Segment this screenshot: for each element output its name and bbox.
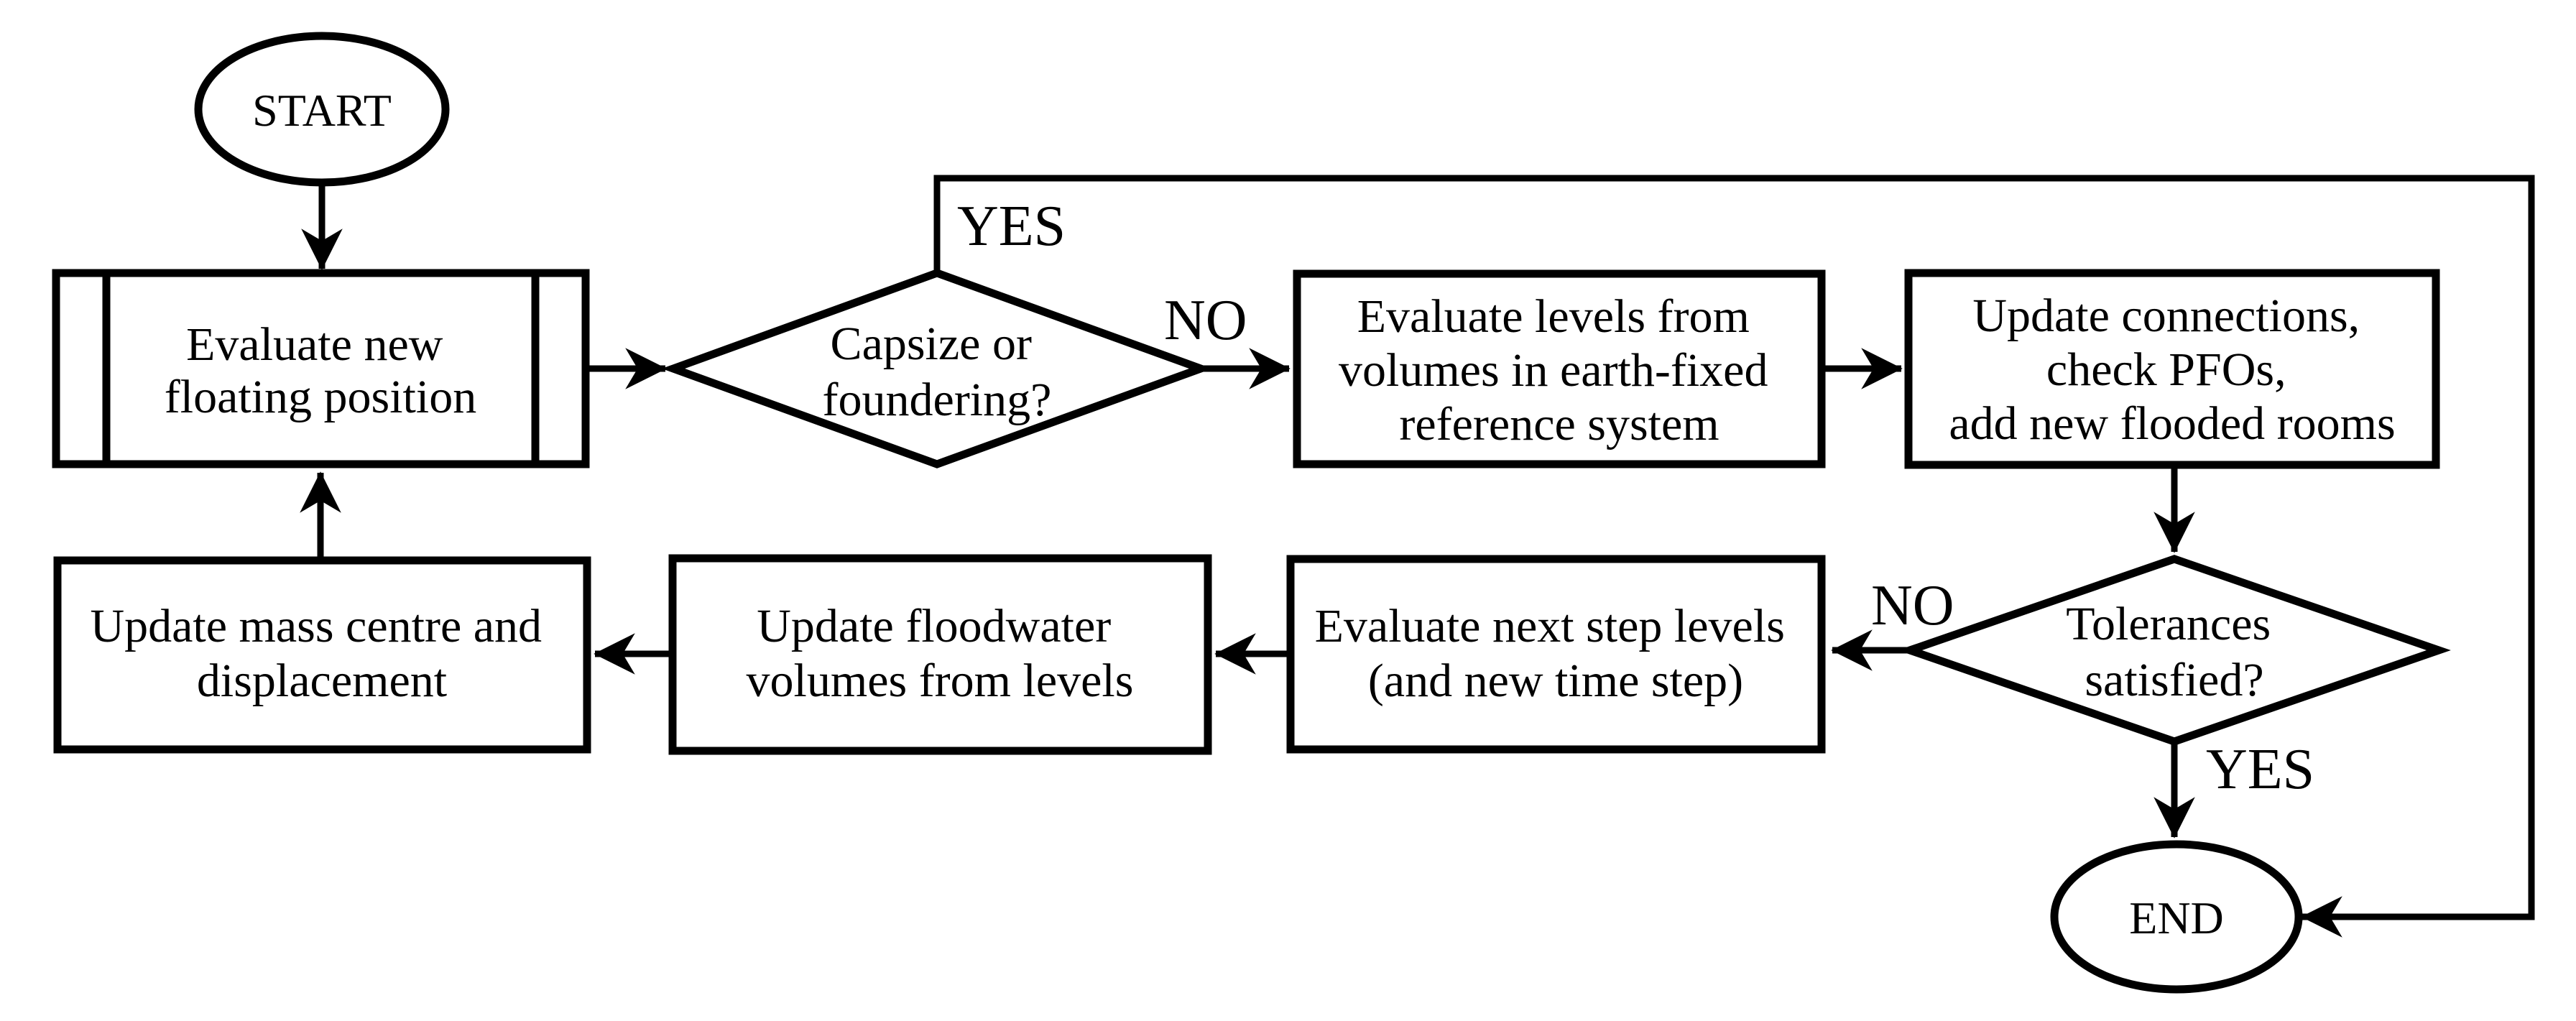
terminal-end: END — [2050, 840, 2303, 994]
label-tolerances-yes: YES — [2206, 738, 2314, 801]
label-capsize-no: NO — [1164, 289, 1247, 352]
capsize-label: Capsize or foundering? — [823, 318, 1052, 426]
evaluate-next-step-label: Evaluate next step levels (and new time … — [1315, 600, 1797, 707]
evaluate-next-step-box — [1286, 555, 1826, 754]
node-update-mass-centre: Update mass centre and displacement — [53, 556, 591, 754]
evaluate-levels-box — [1293, 269, 1826, 468]
update-floodwater-box — [668, 554, 1212, 755]
tolerances-diamond — [1898, 555, 2451, 746]
update-mass-centre-label: Update mass centre and displacement — [90, 600, 553, 707]
node-capsize-decision: Capsize or foundering? — [661, 269, 1213, 468]
evaluate-floating-box — [52, 269, 590, 468]
end-label: END — [2129, 892, 2224, 943]
node-tolerances-decision: Tolerances satisfied? — [1898, 555, 2451, 746]
start-ellipse — [194, 32, 450, 187]
node-evaluate-levels: Evaluate levels from volumes in earth-fi… — [1293, 269, 1826, 468]
node-evaluate-next-step: Evaluate next step levels (and new time … — [1286, 555, 1826, 754]
update-mass-centre-box — [53, 556, 591, 754]
node-update-floodwater: Update floodwater volumes from levels — [668, 554, 1212, 755]
edges — [300, 175, 2535, 938]
end-ellipse — [2050, 840, 2303, 994]
capsize-diamond — [661, 269, 1213, 468]
update-floodwater-label: Update floodwater volumes from levels — [747, 600, 1134, 707]
terminal-start: START — [194, 32, 450, 187]
update-connections-box — [1904, 269, 2440, 469]
label-tolerances-no: NO — [1871, 574, 1954, 637]
label-capsize-yes: YES — [957, 195, 1066, 258]
start-label: START — [252, 85, 392, 136]
update-connections-label: Update connections, check PFOs, add new … — [1949, 290, 2395, 450]
node-evaluate-floating-position: Evaluate new floating position — [52, 269, 590, 468]
tolerances-label: Tolerances satisfied? — [2066, 598, 2282, 706]
edge-capsize-yes-to-end — [933, 175, 2535, 938]
evaluate-floating-label: Evaluate new floating position — [165, 318, 476, 423]
evaluate-levels-label: Evaluate levels from volumes in earth-fi… — [1339, 290, 1780, 451]
node-update-connections: Update connections, check PFOs, add new … — [1904, 269, 2440, 469]
